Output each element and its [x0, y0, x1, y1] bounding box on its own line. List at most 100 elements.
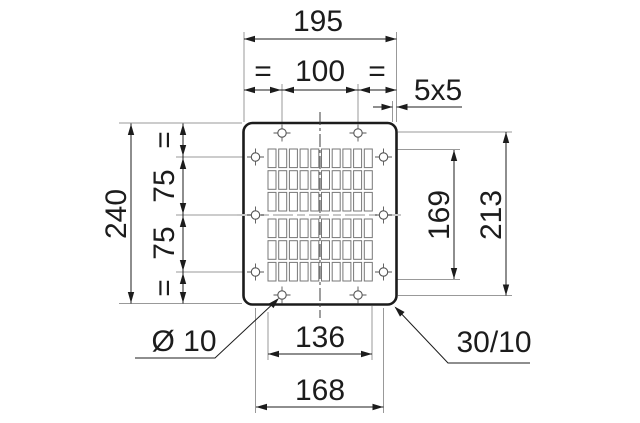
- arrowhead: [385, 86, 397, 94]
- label-equal-left-bottom: =: [148, 279, 181, 297]
- vent-slot: [288, 170, 298, 190]
- vent-slot: [363, 218, 373, 239]
- vent-slot: [299, 148, 309, 169]
- vent-slot: [299, 240, 309, 260]
- vent-slot: [267, 191, 277, 212]
- vent-slot: [310, 261, 320, 282]
- mounting-hole: [247, 148, 264, 166]
- dimension-arrowheads: [127, 35, 510, 411]
- leader-hole-diameter: [135, 299, 278, 359]
- vent-slot: [321, 261, 330, 282]
- arrowhead: [385, 35, 397, 43]
- vent-slot: [353, 240, 363, 260]
- vent-slot: [299, 218, 309, 239]
- vent-slot: [278, 261, 288, 282]
- label-hole-span-213: 213: [475, 190, 508, 240]
- arrowhead: [502, 132, 510, 143]
- vent-slot: [353, 261, 363, 282]
- label-equal-top-right: =: [368, 55, 386, 88]
- label-spacing-75-lower: 75: [148, 226, 181, 259]
- vent-slot: [288, 261, 298, 282]
- arrowhead: [268, 298, 279, 309]
- vent-slot: [310, 218, 320, 239]
- mounting-hole: [247, 263, 264, 281]
- vent-slot: [278, 170, 288, 190]
- vent-slot: [278, 218, 288, 239]
- arrowhead: [346, 86, 357, 94]
- arrowhead: [244, 35, 255, 43]
- label-spacing-75-upper: 75: [148, 169, 181, 202]
- vent-slot: [278, 240, 288, 260]
- vent-slot: [288, 218, 298, 239]
- arrowhead: [359, 86, 370, 94]
- arrowhead: [179, 158, 187, 169]
- mounting-hole: [375, 206, 392, 224]
- vent-slot: [288, 148, 298, 169]
- arrowhead: [179, 260, 187, 271]
- vent-slot: [331, 170, 341, 190]
- mounting-hole: [247, 206, 264, 224]
- mounting-hole: [273, 124, 291, 142]
- label-cutout-width-136: 136: [295, 321, 345, 354]
- arrowhead: [450, 268, 458, 279]
- arrowhead: [244, 86, 255, 94]
- arrowhead: [396, 103, 408, 111]
- vent-slot: [363, 170, 373, 190]
- vent-slot: [363, 191, 373, 212]
- ventilation-grille: [267, 148, 373, 282]
- vent-slot: [321, 170, 330, 190]
- vent-slot: [321, 240, 330, 260]
- arrowhead: [361, 350, 372, 358]
- label-width-overall: 195: [293, 5, 343, 38]
- arrowhead: [179, 145, 187, 156]
- vent-slot: [310, 148, 320, 169]
- vent-slot: [342, 191, 352, 212]
- arrowhead: [127, 124, 135, 135]
- vent-slot: [267, 218, 277, 239]
- arrowhead: [283, 86, 294, 94]
- mounting-hole: [349, 286, 367, 304]
- vent-slot: [267, 148, 277, 169]
- label-corner-detail-5x5: 5x5: [414, 74, 462, 107]
- vent-slot: [363, 148, 373, 169]
- arrowhead: [127, 292, 135, 303]
- dimension-labels: 195 = 100 = 5x5 240 = 75 75 = 169 213 13…: [100, 5, 532, 407]
- vent-slot: [321, 218, 330, 239]
- label-hole-span-168: 168: [295, 374, 345, 407]
- label-equal-top-left: =: [254, 55, 272, 88]
- vent-slot: [310, 240, 320, 260]
- vent-slot: [288, 191, 298, 212]
- vent-slot: [299, 261, 309, 282]
- vent-slot: [310, 191, 320, 212]
- vent-slot: [267, 170, 277, 190]
- arrowhead: [502, 284, 510, 296]
- vent-slot: [363, 261, 373, 282]
- vent-slot: [331, 148, 341, 169]
- vent-slot: [331, 240, 341, 260]
- vent-slot: [321, 148, 330, 169]
- vent-slot: [310, 170, 320, 190]
- vent-slot: [331, 218, 341, 239]
- arrowhead: [256, 403, 267, 411]
- vent-slot: [321, 191, 330, 212]
- label-height-overall-240: 240: [100, 189, 133, 239]
- vent-slot: [342, 261, 352, 282]
- vent-slot: [342, 170, 352, 190]
- arrowhead: [179, 273, 187, 284]
- vent-slot: [342, 218, 352, 239]
- vent-slot: [363, 240, 373, 260]
- mounting-hole: [375, 263, 392, 281]
- arrowhead: [179, 203, 187, 214]
- arrowhead: [381, 103, 393, 111]
- label-hole-diameter: Ø 10: [151, 325, 216, 358]
- arrowhead: [270, 86, 281, 94]
- vent-slot: [342, 240, 352, 260]
- vent-slot: [353, 191, 363, 212]
- vent-slot: [278, 191, 288, 212]
- arrowhead: [268, 350, 279, 358]
- arrowhead: [450, 150, 458, 161]
- vent-slot: [353, 170, 363, 190]
- vent-slot: [331, 191, 341, 212]
